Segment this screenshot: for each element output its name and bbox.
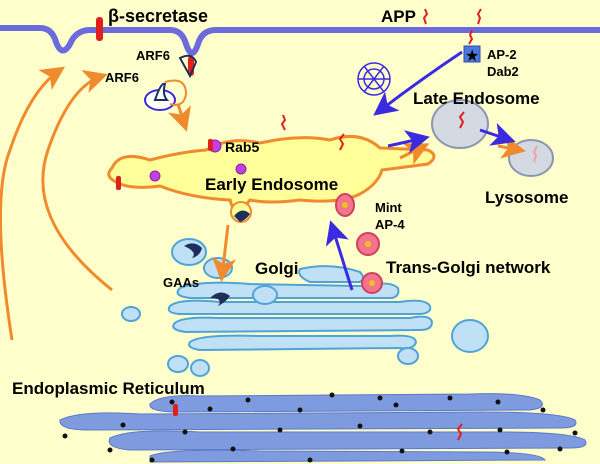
ap2-label: AP-2 [487, 47, 517, 62]
late-endosome-front [431, 99, 489, 149]
golgi-apparatus [167, 265, 434, 352]
app-strand-endosome-2 [338, 133, 345, 151]
rab5-label: Rab5 [225, 139, 259, 155]
golgi-label: Golgi [255, 259, 298, 278]
arf6-upper-shape [178, 54, 198, 79]
app-strand-late-endosome [458, 111, 465, 129]
gaas-vesicle [171, 238, 207, 266]
ap2-box [463, 45, 481, 63]
endoplasmic-reticulum [59, 393, 587, 463]
early-endosome [107, 134, 436, 221]
app-strand-lysosome [532, 145, 538, 163]
gaas-label: GAAs [163, 275, 199, 290]
app-strand-endosome-1 [280, 114, 287, 131]
arf6-upper-label: ARF6 [136, 48, 170, 63]
blue-arrows [325, 50, 516, 291]
star-icon-ap2: ★ [465, 48, 479, 65]
app-label: APP [381, 7, 416, 26]
endosome-adaptor [234, 210, 250, 222]
app-mark-endosome-top [208, 139, 213, 151]
er-label: Endoplasmic Reticulum [12, 379, 205, 398]
app-mark-endosome-left [116, 176, 121, 190]
lysosome-label: Lysosome [485, 188, 568, 207]
mint-label: Mint [375, 200, 402, 215]
arf6-lower-label: ARF6 [105, 70, 139, 85]
rab5-marker-3 [149, 170, 161, 182]
plasma-membrane [0, 25, 600, 56]
er-app-strand [456, 423, 463, 441]
app-strand-membrane-1 [422, 8, 429, 25]
app-strand-membrane-2 [476, 8, 482, 25]
star-icon-3 [369, 280, 375, 286]
trans-golgi-label: Trans-Golgi network [386, 258, 551, 277]
early-endosome-label: Early Endosome [205, 175, 338, 194]
star-icon [342, 202, 348, 208]
clathrin-coated-vesicle [357, 62, 391, 96]
arf6-lower-shape [153, 82, 170, 101]
lysosome [508, 139, 554, 177]
late-endosome-label: Late Endosome [413, 89, 540, 108]
er-app-mark [173, 404, 178, 416]
er-ribosomes [62, 392, 578, 463]
ap4-label: AP-4 [375, 217, 405, 232]
star-icon-2 [365, 241, 371, 247]
beta-secretase-mark [96, 17, 103, 41]
app-strand-ap2 [468, 29, 474, 45]
rab5-marker-2 [235, 163, 247, 175]
gga-adaptor-golgi [210, 292, 230, 306]
beta-secretase-label: β-secretase [108, 6, 208, 26]
gga-adaptor [184, 243, 202, 258]
dab2-label: Dab2 [487, 64, 519, 79]
